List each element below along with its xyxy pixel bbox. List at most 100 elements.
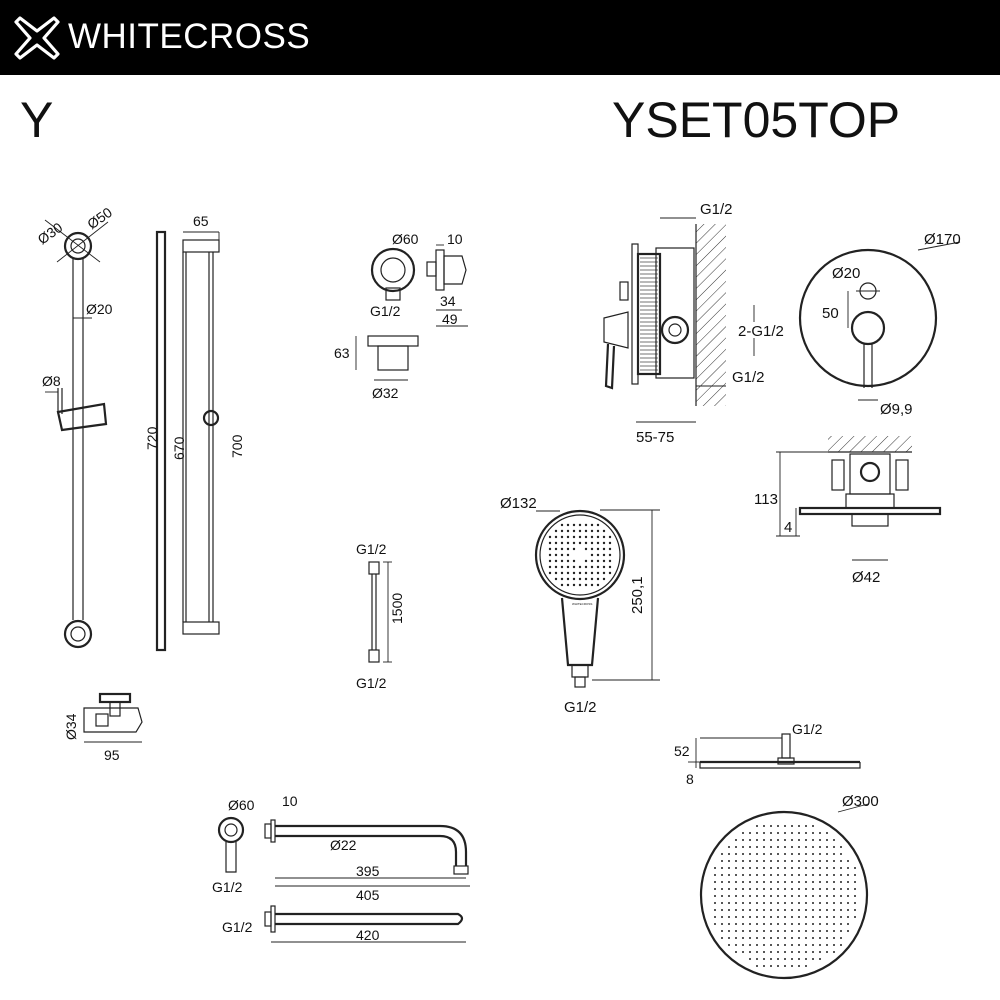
- nozzle-dot: [572, 547, 576, 551]
- nozzle-dot: [763, 902, 765, 904]
- nozzle-dot: [784, 846, 786, 848]
- nozzle-dot: [819, 895, 821, 897]
- nozzle-dot: [812, 937, 814, 939]
- nozzle-dot: [819, 839, 821, 841]
- nozzle-dot: [777, 867, 779, 869]
- nozzle-dot: [784, 909, 786, 911]
- outlet-w49-label: 49: [442, 311, 458, 327]
- nozzle-dot: [847, 881, 849, 883]
- arm-l420-label: 420: [356, 927, 380, 943]
- arm-g12-a-label: G1/2: [212, 879, 243, 895]
- nozzle-dot: [742, 916, 744, 918]
- nozzle-dot: [742, 902, 744, 904]
- nozzle-dot: [805, 860, 807, 862]
- nozzle-dot: [854, 902, 856, 904]
- nozzle-dot: [756, 965, 758, 967]
- nozzle-dot: [596, 541, 600, 545]
- nozzle-dot: [566, 577, 570, 581]
- nozzle-dot: [590, 541, 594, 545]
- nozzle-dot: [770, 888, 772, 890]
- nozzle-dot: [819, 951, 821, 953]
- nozzle-dot: [812, 916, 814, 918]
- nozzle-dot: [770, 825, 772, 827]
- nozzle-dot: [735, 846, 737, 848]
- nozzle-dot: [826, 909, 828, 911]
- nozzle-dot: [578, 565, 582, 569]
- nozzle-dot: [847, 902, 849, 904]
- nozzle-dot: [805, 916, 807, 918]
- nozzle-dot: [566, 547, 570, 551]
- plate-d20-label: Ø20: [832, 265, 860, 282]
- nozzle-dot: [742, 853, 744, 855]
- nozzle-dot: [812, 909, 814, 911]
- nozzle-dot: [840, 902, 842, 904]
- nozzle-dot: [721, 923, 723, 925]
- mixer-side-drawing: [776, 436, 942, 561]
- nozzle-dot: [826, 832, 828, 834]
- nozzle-dot: [819, 832, 821, 834]
- nozzle-dot: [728, 853, 730, 855]
- mixer-depth-label: 55-75: [636, 429, 674, 446]
- nozzle-dot: [608, 541, 612, 545]
- nozzle-dot: [840, 867, 842, 869]
- nozzle-dot: [826, 930, 828, 932]
- nozzle-dot: [566, 583, 570, 587]
- nozzle-dot: [784, 930, 786, 932]
- nozzle-dot: [784, 902, 786, 904]
- nozzle-dot: [714, 874, 716, 876]
- rail-h700-label: 700: [229, 434, 245, 458]
- nozzle-dot: [756, 867, 758, 869]
- nozzle-dot: [554, 571, 558, 575]
- nozzle-dot: [721, 881, 723, 883]
- nozzle-dot: [749, 944, 751, 946]
- nozzle-dot: [791, 930, 793, 932]
- nozzle-dot: [847, 923, 849, 925]
- nozzle-dot: [770, 916, 772, 918]
- nozzle-dot: [749, 916, 751, 918]
- mixer-h4-label: 4: [784, 519, 792, 536]
- nozzle-dot: [714, 867, 716, 869]
- nozzle-dot: [840, 944, 842, 946]
- nozzle-dot: [798, 937, 800, 939]
- nozzle-dot: [791, 965, 793, 967]
- nozzle-dot: [728, 888, 730, 890]
- nozzle-dot: [770, 902, 772, 904]
- nozzle-dot: [840, 916, 842, 918]
- nozzle-dot: [777, 916, 779, 918]
- nozzle-dot: [791, 944, 793, 946]
- nozzle-dot: [791, 825, 793, 827]
- nozzle-dot: [770, 881, 772, 883]
- nozzle-dot: [590, 553, 594, 557]
- nozzle-dot: [798, 867, 800, 869]
- nozzle-dot: [548, 535, 552, 539]
- nozzle-dot: [721, 916, 723, 918]
- plate-h50-label: 50: [822, 305, 839, 322]
- nozzle-dot: [770, 853, 772, 855]
- rail-h720-label: 720: [144, 426, 160, 450]
- nozzle-dot: [763, 832, 765, 834]
- nozzle-dot: [572, 559, 576, 563]
- nozzle-dot: [721, 937, 723, 939]
- nozzle-dot: [763, 881, 765, 883]
- nozzle-dot: [602, 577, 606, 581]
- nozzle-dot: [847, 895, 849, 897]
- nozzle-dot: [819, 944, 821, 946]
- nozzle-dot: [554, 565, 558, 569]
- nozzle-dot: [798, 888, 800, 890]
- nozzle-dot: [756, 832, 758, 834]
- nozzle-dot: [805, 846, 807, 848]
- nozzle-dot: [566, 559, 570, 563]
- nozzle-dot: [833, 874, 835, 876]
- nozzle-dot: [728, 902, 730, 904]
- nozzle-dot: [791, 867, 793, 869]
- outlet-t10-label: 10: [447, 231, 463, 247]
- nozzle-dot: [566, 571, 570, 575]
- nozzle-dot: [819, 881, 821, 883]
- nozzle-dot: [798, 958, 800, 960]
- nozzle-dot: [608, 547, 612, 551]
- brand-name: WHITECROSS: [68, 17, 311, 56]
- nozzle-dot: [798, 951, 800, 953]
- nozzle-dot: [805, 902, 807, 904]
- nozzle-dot: [554, 559, 558, 563]
- nozzle-dot: [812, 958, 814, 960]
